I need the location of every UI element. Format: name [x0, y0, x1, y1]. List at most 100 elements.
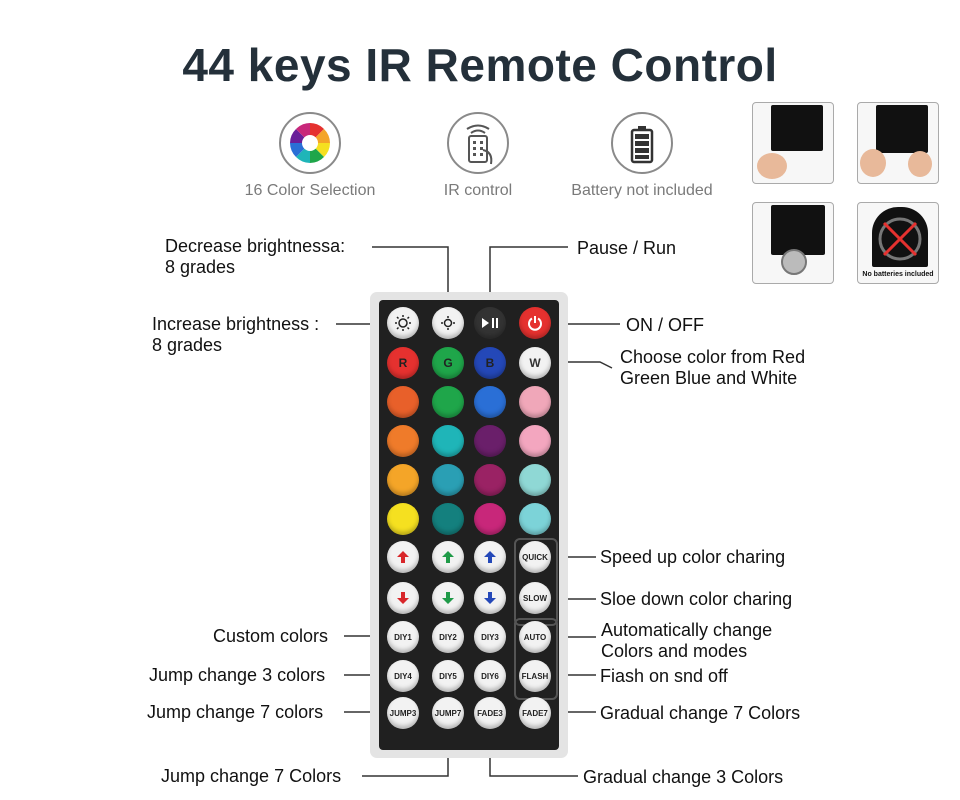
- color-button[interactable]: [474, 503, 506, 535]
- color-button[interactable]: [519, 425, 551, 457]
- label-decrease-brightness: Decrease brightnessa:8 grades: [165, 236, 346, 277]
- button-label: DIY3: [481, 632, 499, 642]
- button-label: AUTO: [523, 632, 547, 642]
- sun-dim-icon: [441, 316, 455, 330]
- jump7-button[interactable]: JUMP7: [432, 697, 464, 729]
- battery-slot-photo: [752, 202, 834, 284]
- button-label: JUMP3: [389, 708, 417, 718]
- color-button[interactable]: [387, 503, 419, 535]
- quick-button[interactable]: QUICK: [519, 541, 551, 573]
- color-button[interactable]: [387, 386, 419, 418]
- color-button-r[interactable]: R: [387, 347, 419, 379]
- no-batteries-caption: No batteries included: [862, 271, 934, 278]
- color-button[interactable]: [432, 386, 464, 418]
- color-button[interactable]: [474, 386, 506, 418]
- button-label: R: [398, 356, 408, 370]
- button-label: FADE7: [522, 708, 548, 718]
- power-icon: [528, 316, 542, 331]
- brightness-up-button[interactable]: [387, 307, 419, 339]
- button-label: W: [529, 356, 541, 370]
- color-button-b[interactable]: B: [474, 347, 506, 379]
- color-button[interactable]: [387, 425, 419, 457]
- button-label: DIY1: [394, 632, 412, 642]
- cross-icon: [878, 217, 922, 261]
- label-custom-colors: Custom colors: [213, 626, 329, 646]
- blue-down-button[interactable]: [474, 582, 506, 614]
- label-increase-brightness: Increase brightness :8 grades: [152, 314, 320, 355]
- feature-label: Battery not included: [571, 182, 713, 199]
- feature-color-selection: 16 Color Selection: [230, 112, 390, 200]
- color-button[interactable]: [432, 425, 464, 457]
- button-label: QUICK: [522, 552, 548, 562]
- flash-button[interactable]: FLASH: [519, 660, 551, 692]
- color-button[interactable]: [387, 464, 419, 496]
- play-pause-icon: [482, 318, 498, 328]
- arrow-up-icon: [442, 551, 454, 563]
- diy4-button[interactable]: DIY4: [387, 660, 419, 692]
- sun-icon: [395, 315, 411, 331]
- label-speed-up: Speed up color charing: [600, 547, 786, 567]
- page-title: 44 keys IR Remote Control: [182, 39, 778, 91]
- arrow-up-icon: [397, 551, 409, 563]
- label-jump3: Jump change 3 colors: [149, 665, 326, 685]
- fade7-button[interactable]: FADE7: [519, 697, 551, 729]
- color-button[interactable]: [519, 386, 551, 418]
- color-button-w[interactable]: W: [519, 347, 551, 379]
- arrow-down-icon: [442, 592, 454, 604]
- label-jump7-colors: Jump change 7 Colors: [161, 766, 342, 786]
- button-label: DIY2: [439, 632, 457, 642]
- remote-hand-icon: [447, 112, 509, 174]
- button-label: B: [485, 356, 495, 370]
- button-label: SLOW: [523, 593, 547, 603]
- color-button[interactable]: [519, 503, 551, 535]
- arrow-up-icon: [484, 551, 496, 563]
- label-fade3: Gradual change 3 Colors: [583, 767, 784, 787]
- jump3-button[interactable]: JUMP3: [387, 697, 419, 729]
- button-label: G: [443, 356, 453, 370]
- feature-ir-control: IR control: [398, 112, 558, 200]
- feature-label: IR control: [443, 182, 513, 199]
- battery-cover-photo-1: [752, 102, 834, 184]
- color-button[interactable]: [432, 503, 464, 535]
- feature-battery: Battery not included: [562, 112, 722, 200]
- label-fade7: Gradual change 7 Colors: [600, 703, 801, 723]
- diy6-button[interactable]: DIY6: [474, 660, 506, 692]
- diy5-button[interactable]: DIY5: [432, 660, 464, 692]
- color-wheel-icon: [279, 112, 341, 174]
- button-label: DIY4: [394, 671, 412, 681]
- color-button-g[interactable]: G: [432, 347, 464, 379]
- diy3-button[interactable]: DIY3: [474, 621, 506, 653]
- color-button[interactable]: [519, 464, 551, 496]
- color-button[interactable]: [474, 464, 506, 496]
- battery-cover-photo-2: [857, 102, 939, 184]
- green-up-button[interactable]: [432, 541, 464, 573]
- button-label: FLASH: [521, 671, 549, 681]
- red-down-button[interactable]: [387, 582, 419, 614]
- diy2-button[interactable]: DIY2: [432, 621, 464, 653]
- fade3-button[interactable]: FADE3: [474, 697, 506, 729]
- green-down-button[interactable]: [432, 582, 464, 614]
- label-pause-run: Pause / Run: [577, 238, 677, 258]
- brightness-down-button[interactable]: [432, 307, 464, 339]
- pause-run-button[interactable]: [474, 307, 506, 339]
- no-batteries-photo: No batteries included: [857, 202, 939, 284]
- blue-up-button[interactable]: [474, 541, 506, 573]
- color-button[interactable]: [474, 425, 506, 457]
- battery-icon: [611, 112, 673, 174]
- button-label: FADE3: [477, 708, 503, 718]
- button-label: DIY6: [481, 671, 499, 681]
- button-label: JUMP7: [434, 708, 462, 718]
- slow-button[interactable]: SLOW: [519, 582, 551, 614]
- color-button[interactable]: [432, 464, 464, 496]
- auto-button[interactable]: AUTO: [519, 621, 551, 653]
- label-slow-down: Sloe down color charing: [600, 589, 793, 609]
- arrow-down-icon: [484, 592, 496, 604]
- label-flash: Fiash on snd off: [600, 666, 728, 686]
- red-up-button[interactable]: [387, 541, 419, 573]
- diy1-button[interactable]: DIY1: [387, 621, 419, 653]
- label-jump7: Jump change 7 colors: [147, 702, 324, 722]
- arrow-down-icon: [397, 592, 409, 604]
- power-button[interactable]: [519, 307, 551, 339]
